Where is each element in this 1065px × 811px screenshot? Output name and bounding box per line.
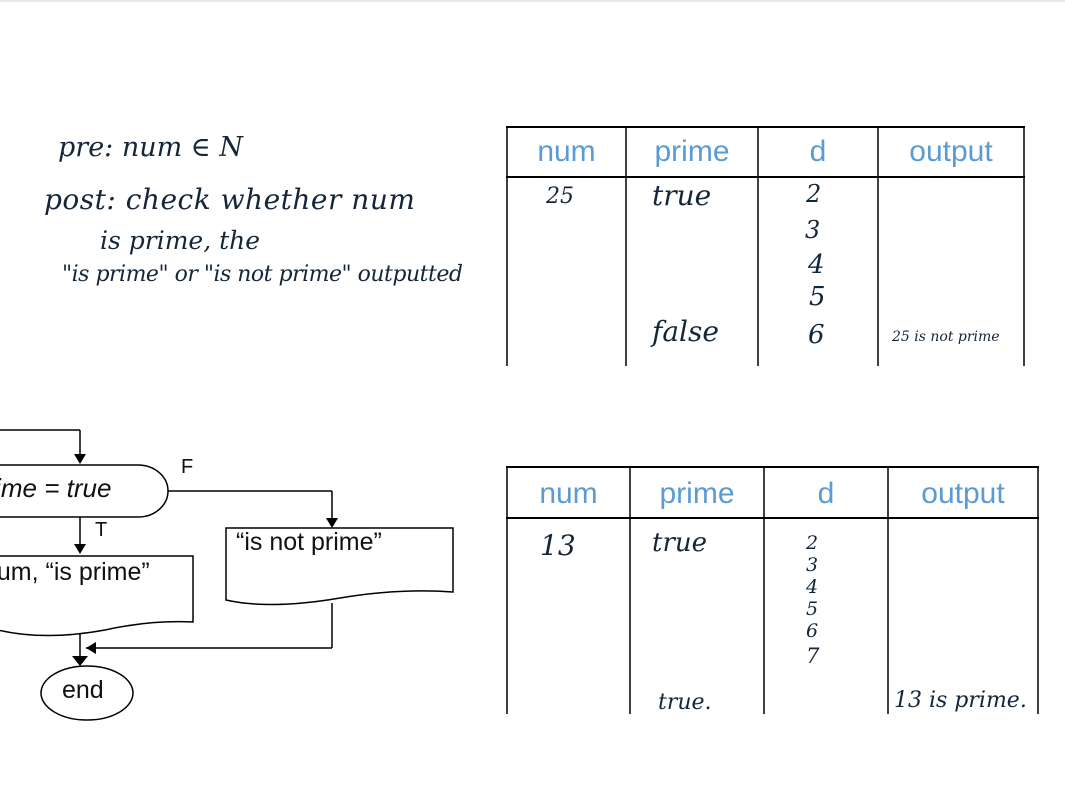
is-prime-output-text: num, “is prime” (0, 558, 150, 586)
top-border (0, 0, 1065, 2)
trace-table-25: num prime d output 25 true false 2 3 4 5… (506, 126, 1026, 366)
postcondition-line-3: "is prime" or "is not prime" outputted (62, 262, 463, 287)
trace-table-25-grid (506, 126, 1025, 366)
trace-table-13-grid (506, 466, 1039, 714)
flowchart-lines (0, 429, 454, 721)
header-output: output (921, 477, 1005, 510)
cell-output: 13 is prime. (894, 688, 1027, 713)
true-label: T (95, 519, 108, 541)
cell-prime-1: true (652, 179, 712, 212)
cell-d-6: 7 (806, 644, 820, 668)
cell-num: 25 (546, 184, 574, 209)
cell-d-3: 4 (806, 576, 819, 598)
trace-table-13: num prime d output 13 true true. 2 3 4 5… (506, 466, 1040, 714)
header-d: d (809, 135, 827, 168)
header-d: d (817, 477, 835, 510)
precondition: pre: num ∈ N (58, 132, 244, 163)
header-prime: prime (654, 135, 730, 168)
header-output: output (909, 135, 993, 168)
cell-prime-1: true (652, 528, 708, 558)
postcondition-line-2: is prime, the (100, 226, 261, 255)
cell-output: 25 is not prime (892, 329, 1000, 345)
cell-d-2: 3 (806, 554, 819, 576)
false-label: F (181, 456, 194, 478)
cell-prime-2: true. (658, 690, 712, 715)
end-text: end (62, 676, 104, 704)
decision-text: prime = true (0, 473, 112, 503)
cell-d-4: 5 (809, 282, 826, 312)
cell-d-4: 5 (806, 598, 819, 620)
cell-d-5: 6 (808, 320, 825, 350)
header-num: num (537, 135, 596, 168)
cell-d-2: 3 (805, 216, 821, 244)
cell-d-1: 2 (806, 532, 819, 554)
cell-d-3: 4 (808, 250, 825, 280)
not-prime-output-text: “is not prime” (236, 528, 382, 556)
postcondition-line-1: post: check whether num (44, 183, 416, 216)
header-prime: prime (659, 477, 735, 510)
cell-d-1: 2 (806, 180, 822, 208)
header-num: num (539, 477, 598, 510)
cell-num: 13 (540, 529, 576, 562)
cell-d-5: 6 (806, 620, 819, 642)
cell-prime-2: false (652, 315, 719, 348)
